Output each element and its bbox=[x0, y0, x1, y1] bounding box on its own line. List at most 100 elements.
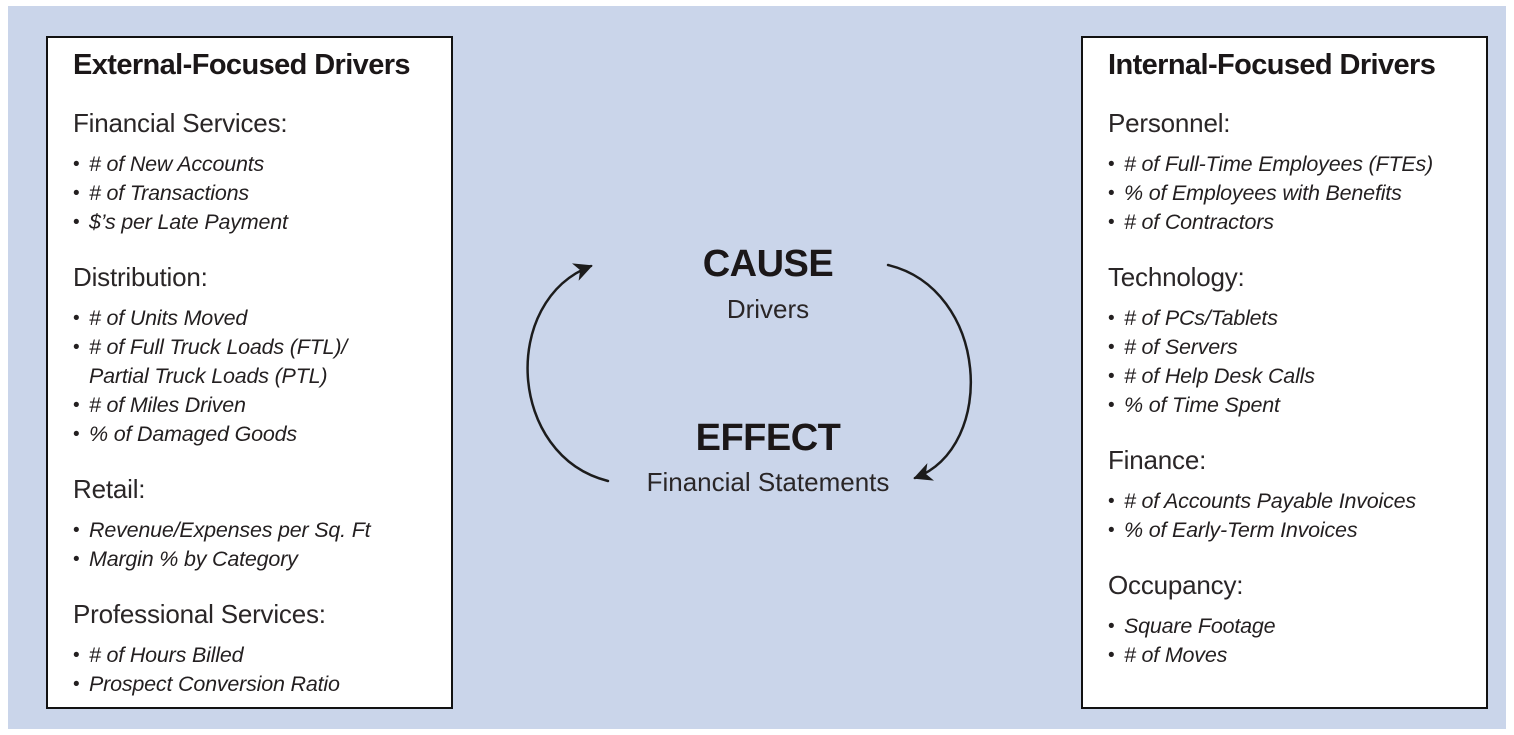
section-heading: Occupancy: bbox=[1108, 570, 1244, 600]
bullet-item: • # of Hours Billed bbox=[73, 641, 429, 670]
bullet-text: # of Transactions bbox=[89, 181, 249, 205]
bullet-text: # of Servers bbox=[1124, 335, 1238, 359]
section-heading: Professional Services: bbox=[73, 599, 326, 629]
bullet-dot: • bbox=[73, 395, 80, 416]
bullet-item: •% of Damaged Goods bbox=[73, 420, 429, 449]
diagram-canvas: External-Focused Drivers Financial Servi… bbox=[8, 6, 1506, 729]
bullet-dot: • bbox=[73, 308, 80, 329]
bullet-dot: • bbox=[1108, 337, 1115, 358]
bullet-item: • Revenue/Expenses per Sq. Ft bbox=[73, 516, 429, 545]
driver-section: Technology: • # of PCs/Tablets • # of Server… bbox=[1108, 261, 1464, 420]
bullet-text: # of New Accounts bbox=[89, 152, 265, 176]
bullet-text: Margin % by Category bbox=[89, 547, 298, 571]
cause-label: CAUSE bbox=[702, 243, 834, 285]
effect-label: EFFECT bbox=[695, 417, 841, 459]
bullet-list: • # of PCs/Tablets • # of Servers • # of Help… bbox=[1108, 304, 1464, 420]
driver-section: Occupancy: • Square Footage •# of Moves bbox=[1108, 569, 1464, 670]
bullet-item: • # of Transactions bbox=[73, 179, 429, 208]
bullet-text: # of PCs/Tablets bbox=[1124, 306, 1278, 330]
bullet-item: • # of Full-Time Employees (FTEs) bbox=[1108, 150, 1464, 179]
driver-section: Professional Services: • # of Hours Billed… bbox=[73, 598, 429, 699]
bullet-list: • Square Footage •# of Moves bbox=[1108, 612, 1464, 670]
bullet-dot: • bbox=[1108, 491, 1115, 512]
bullet-text: # of Contractors bbox=[1124, 210, 1274, 234]
section-heading: Finance: bbox=[1108, 445, 1207, 475]
external-drivers-panel: External-Focused Drivers Financial Servi… bbox=[46, 36, 453, 709]
bullet-dot: • bbox=[1108, 154, 1115, 175]
driver-section: Finance:•# of Accounts Payable Invoices•… bbox=[1108, 444, 1464, 545]
bullet-text: % of Early-Term Invoices bbox=[1124, 518, 1358, 542]
section-heading: Personnel: bbox=[1108, 108, 1231, 138]
bullet-list: • Revenue/Expenses per Sq. Ft •Margin % by… bbox=[73, 516, 429, 574]
driver-section: Personnel: • # of Full-Time Employees (FTE… bbox=[1108, 107, 1464, 237]
bullet-item: • # of Accounts Payable Invoices bbox=[1108, 487, 1464, 516]
bullet-dot: • bbox=[73, 645, 80, 666]
bullet-list: • # of Units Moved • # of Full Truck Loads … bbox=[73, 304, 429, 449]
driver-section: Financial Services: • # of New Accounts • # … bbox=[73, 107, 429, 237]
section-heading: Technology: bbox=[1108, 262, 1245, 292]
bullet-dot: • bbox=[1108, 183, 1115, 204]
internal-drivers-panel: Internal-Focused Drivers Personnel:•# of… bbox=[1081, 36, 1488, 709]
internal-drivers-title: Internal-Focused Drivers bbox=[1108, 49, 1436, 81]
bullet-item: •Margin % by Category bbox=[73, 545, 429, 574]
arrow-down-to-effect bbox=[886, 263, 972, 481]
bullet-text: # of Help Desk Calls bbox=[1124, 364, 1315, 388]
arrow-up-to-cause bbox=[526, 263, 610, 483]
bullet-dot: • bbox=[73, 183, 80, 204]
bullet-dot: • bbox=[1108, 645, 1115, 666]
bullet-item: • # of Help Desk Calls bbox=[1108, 362, 1464, 391]
cause-effect-cycle: CAUSE Drivers EFFECT Financial Statement… bbox=[458, 6, 1078, 735]
external-drivers-sections: Financial Services:•# of New Accounts•# … bbox=[73, 107, 429, 699]
bullet-dot: • bbox=[73, 212, 80, 233]
section-heading: Retail: bbox=[73, 474, 146, 504]
bullet-dot: • bbox=[1108, 308, 1115, 329]
bullet-text: % of Employees with Benefits bbox=[1124, 181, 1402, 205]
bullet-text: Prospect Conversion Ratio bbox=[89, 672, 340, 696]
bullet-text: # of Hours Billed bbox=[89, 643, 244, 667]
section-heading: Distribution: bbox=[73, 262, 208, 292]
driver-section: Retail: • Revenue/Expenses per Sq. Ft •Marg… bbox=[73, 473, 429, 574]
driver-section: Distribution: • # of Units Moved • # of Full… bbox=[73, 261, 429, 449]
bullet-item: • # of Contractors bbox=[1108, 208, 1464, 237]
bullet-text: $’s per Late Payment bbox=[89, 210, 288, 234]
bullet-list: • # of New Accounts • # of Transactions • $’s… bbox=[73, 150, 429, 237]
bullet-item: • # of Full Truck Loads (FTL)/ Partial Tr… bbox=[73, 333, 429, 391]
bullet-dot: • bbox=[1108, 616, 1115, 637]
bullet-item: • % of Early-Term Invoices bbox=[1108, 516, 1464, 545]
bullet-list: • # of Hours Billed • Prospect Conversion R… bbox=[73, 641, 429, 699]
bullet-dot: • bbox=[1108, 395, 1115, 416]
cause-sublabel: Drivers bbox=[726, 294, 810, 324]
cycle-arrows-graphic bbox=[526, 263, 972, 483]
bullet-item: •# of Miles Driven bbox=[73, 391, 429, 420]
bullet-item: • $’s per Late Payment bbox=[73, 208, 429, 237]
bullet-item: • Prospect Conversion Ratio bbox=[73, 670, 429, 699]
bullet-dot: • bbox=[73, 520, 80, 541]
bullet-text: % of Time Spent bbox=[1124, 393, 1280, 417]
bullet-dot: • bbox=[73, 154, 80, 175]
bullet-list: • # of Full-Time Employees (FTEs) • % of Em… bbox=[1108, 150, 1464, 237]
effect-sublabel: Financial Statements bbox=[646, 467, 890, 497]
section-heading: Financial Services: bbox=[73, 108, 288, 138]
bullet-text: # of Units Moved bbox=[89, 306, 248, 330]
bullet-text: Revenue/Expenses per Sq. Ft bbox=[89, 518, 371, 542]
bullet-item: • # of New Accounts bbox=[73, 150, 429, 179]
bullet-text: # of Accounts Payable Invoices bbox=[1124, 489, 1416, 513]
bullet-item: • % of Time Spent bbox=[1108, 391, 1464, 420]
bullet-item: • # of Servers bbox=[1108, 333, 1464, 362]
bullet-item: • Square Footage bbox=[1108, 612, 1464, 641]
bullet-item: •# of Moves bbox=[1108, 641, 1464, 670]
bullet-dot: • bbox=[73, 337, 80, 358]
bullet-text: Square Footage bbox=[1124, 614, 1276, 638]
bullet-item: • % of Employees with Benefits bbox=[1108, 179, 1464, 208]
bullet-text: # of Full Truck Loads (FTL)/ Partial Tru… bbox=[89, 335, 348, 388]
bullet-text: # of Full-Time Employees (FTEs) bbox=[1124, 152, 1434, 176]
bullet-dot: • bbox=[1108, 366, 1115, 387]
bullet-dot: • bbox=[1108, 520, 1115, 541]
bullet-list: • # of Accounts Payable Invoices • % of Ear… bbox=[1108, 487, 1464, 545]
bullet-dot: • bbox=[1108, 212, 1115, 233]
bullet-item: • # of PCs/Tablets bbox=[1108, 304, 1464, 333]
bullet-dot: • bbox=[73, 674, 80, 695]
external-drivers-title: External-Focused Drivers bbox=[73, 49, 411, 81]
bullet-text: % of Damaged Goods bbox=[89, 422, 297, 446]
